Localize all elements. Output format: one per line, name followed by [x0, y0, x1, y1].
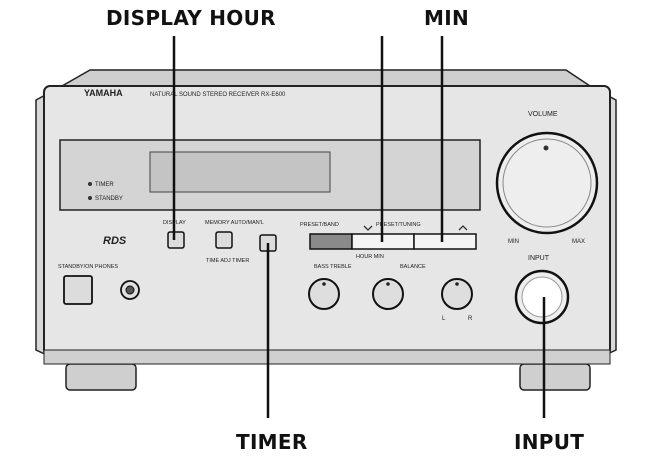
phones-jack-hole	[125, 285, 135, 295]
balance-knob[interactable]	[441, 278, 473, 310]
input-knob-face	[521, 276, 563, 318]
treble-knob-marker	[386, 282, 390, 286]
input-callout: INPUT	[514, 430, 585, 454]
bass-knob[interactable]	[308, 278, 340, 310]
bass-knob-marker	[322, 282, 326, 286]
balance-r-label: R	[468, 316, 473, 322]
balance-knob-marker	[455, 282, 459, 286]
standby-indicator-label: STANDBY	[95, 196, 123, 202]
standby-led	[88, 196, 92, 200]
preset-tuning-label: PRESET/TUNING	[376, 222, 421, 228]
preset-band-label: PRESET/BAND	[300, 222, 339, 228]
left-foot	[65, 363, 137, 391]
min-button[interactable]	[413, 233, 477, 250]
input-knob-label: INPUT	[528, 255, 550, 262]
brand-logo: YAMAHA	[84, 88, 123, 98]
rds-logo: RDS	[103, 235, 127, 247]
treble-knob[interactable]	[372, 278, 404, 310]
hour-min-label: HOUR MIN	[356, 254, 384, 260]
timer-led	[88, 182, 92, 186]
model-text: NATURAL SOUND STEREO RECEIVER RX-E600	[150, 92, 286, 98]
balance-l-label: L	[442, 316, 446, 322]
standby-phones-label: STANDBY/ON PHONES	[58, 264, 118, 270]
standby-on-button[interactable]	[63, 275, 93, 305]
display-screen	[149, 151, 331, 193]
bass-treble-label: BASS TREBLE	[314, 264, 352, 270]
memory-button[interactable]	[215, 231, 233, 249]
right-foot	[519, 363, 591, 391]
preset-band-button[interactable]	[309, 233, 353, 250]
volume-knob-marker	[543, 145, 549, 151]
timer-callout: TIMER	[236, 430, 308, 454]
min-callout: MIN	[424, 6, 469, 30]
chevron-down-icon	[363, 225, 373, 231]
volume-knob-ring	[502, 138, 592, 228]
volume-max-label: MAX	[572, 239, 585, 245]
time-adj-timer-label: TIME ADJ TIMER	[206, 258, 249, 264]
volume-min-label: MIN	[508, 239, 519, 245]
volume-label: VOLUME	[528, 111, 558, 118]
chevron-up-icon	[458, 225, 468, 231]
display-hour-callout: DISPLAY HOUR	[106, 6, 276, 30]
balance-label: BALANCE	[400, 264, 426, 270]
bottom-lip	[43, 349, 611, 365]
volume-knob[interactable]	[495, 131, 599, 235]
memory-auto-manl-label: MEMORY AUTO/MAN'L	[205, 220, 264, 226]
top-face	[59, 69, 593, 87]
display-hour-button[interactable]	[167, 231, 185, 249]
timer-indicator-label: TIMER	[95, 182, 114, 188]
